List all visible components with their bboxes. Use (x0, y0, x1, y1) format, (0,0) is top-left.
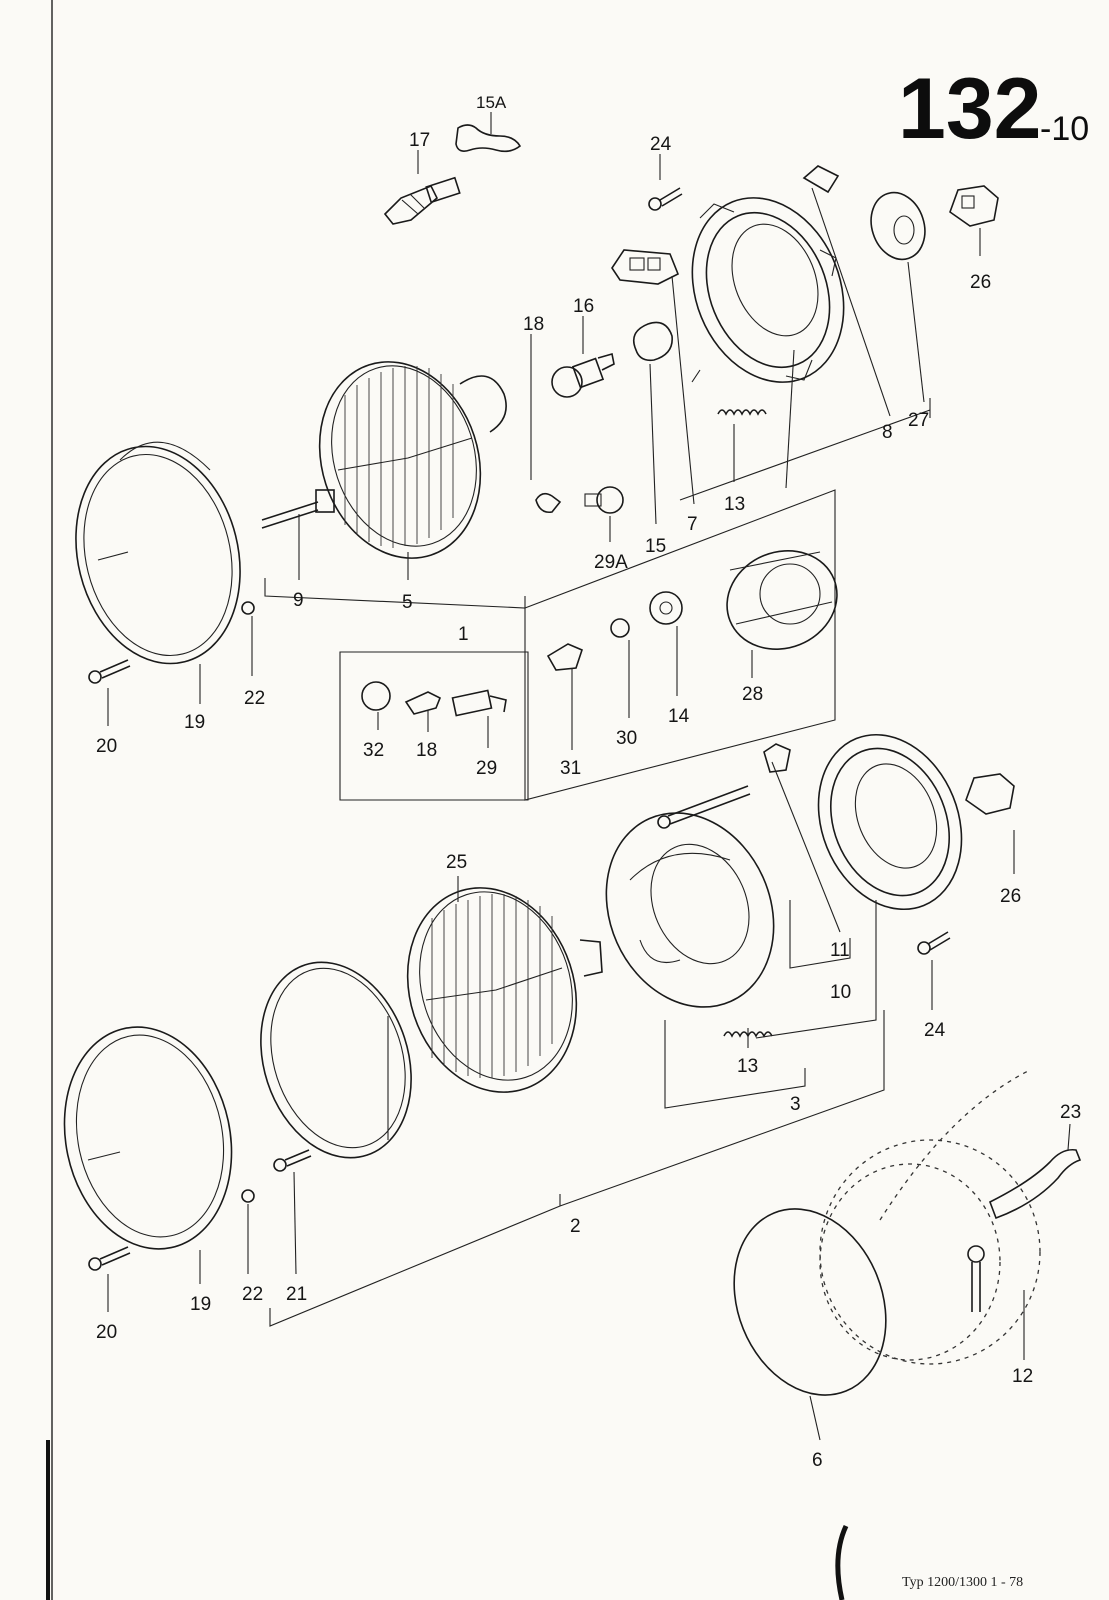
callout-32: 32 (363, 740, 384, 761)
lens-6 (733, 1139, 1041, 1396)
plug-26-lower (965, 773, 1015, 815)
callout-20-upper: 20 (96, 736, 117, 757)
mounting-ring-lower (817, 733, 963, 911)
callout-29: 29 (476, 758, 497, 779)
hose-23 (988, 1148, 1082, 1220)
footer-mark (835, 1524, 849, 1600)
grommet-32 (361, 681, 391, 711)
callout-15a: 15A (476, 93, 507, 112)
spring-clip-15a (455, 124, 522, 153)
spring-13-upper (717, 409, 767, 416)
bulb-17 (383, 176, 461, 225)
page-number-suffix: -10 (1040, 110, 1089, 148)
screw-20-lower (88, 1246, 131, 1271)
callout-6: 6 (812, 1450, 823, 1471)
callout-22-upper: 22 (244, 688, 265, 709)
callout-2: 2 (570, 1216, 581, 1237)
page-number: 132 (898, 61, 1042, 157)
bracket-10 (789, 900, 851, 969)
screw-24-lower (917, 931, 951, 955)
callout-9: 9 (293, 590, 304, 611)
callout-29a: 29A (594, 552, 628, 573)
callout-leaders (107, 112, 1071, 1441)
bracket-3 (664, 1020, 806, 1109)
adjusting-screw-11 (657, 743, 791, 829)
callout-21: 21 (286, 1284, 307, 1305)
bulb-31 (546, 643, 583, 671)
trim-ring-19-lower (63, 1026, 233, 1250)
trim-ring-19-upper (75, 441, 241, 665)
mounting-ring-upper (691, 197, 845, 383)
washer-22-lower (241, 1189, 255, 1203)
callout-28: 28 (742, 684, 763, 705)
adjuster-27 (870, 191, 926, 261)
callout-26-upper: 26 (970, 272, 991, 293)
callout-15: 15 (645, 536, 666, 557)
cap-28 (726, 549, 838, 651)
sub-kit-box-left (339, 651, 529, 801)
callout-1: 1 (458, 624, 469, 645)
bulb-18-lower (404, 691, 442, 715)
bracket-2 (269, 1010, 885, 1327)
grommet-30 (610, 618, 630, 638)
callout-10: 10 (830, 982, 851, 1003)
footer-type-label: Typ 1200/1300 1 - 78 (902, 1575, 1023, 1590)
callout-30: 30 (616, 728, 637, 749)
screw-12 (967, 1245, 985, 1312)
plug-26-upper (949, 185, 999, 227)
callout-14: 14 (668, 706, 690, 727)
callout-13-upper: 13 (724, 494, 745, 515)
callout-3: 3 (790, 1094, 801, 1115)
callout-19-lower: 19 (190, 1294, 211, 1315)
callout-27: 27 (908, 410, 929, 431)
callout-25: 25 (446, 852, 467, 873)
washer-22-upper (241, 601, 255, 615)
bulb-holder-29 (451, 689, 507, 717)
callout-18-lower: 18 (416, 740, 437, 761)
sub-kit-box-right (524, 489, 836, 801)
screw-21 (273, 1149, 312, 1172)
callout-5: 5 (402, 592, 413, 613)
clip-15 (632, 321, 673, 362)
callout-24-upper: 24 (650, 134, 672, 155)
retaining-ring-lower (260, 961, 412, 1159)
bulb-18-upper (535, 492, 562, 514)
bulb-16 (551, 352, 615, 398)
sealed-beam-unit-5 (318, 361, 507, 559)
callout-20-lower: 20 (96, 1322, 117, 1343)
adjusting-screw-9 (261, 489, 335, 529)
callout-22-lower: 22 (242, 1284, 263, 1305)
callout-16: 16 (573, 296, 594, 317)
callout-17: 17 (409, 130, 430, 151)
sealed-beam-unit-25 (406, 887, 603, 1093)
callout-11: 11 (830, 940, 850, 961)
connector-7 (611, 249, 680, 285)
callout-31: 31 (560, 758, 581, 779)
callout-23: 23 (1060, 1102, 1081, 1123)
plate-8 (802, 165, 840, 194)
callout-12: 12 (1012, 1366, 1033, 1387)
socket-14 (649, 591, 683, 625)
bracket-1-left (264, 578, 526, 609)
callout-13-lower: 13 (737, 1056, 758, 1077)
callout-26-lower: 26 (1000, 886, 1021, 907)
callout-18-upper: 18 (523, 314, 544, 335)
headlight-bowl-3 (605, 812, 775, 1008)
callout-19-upper: 19 (184, 712, 205, 733)
callout-7: 7 (687, 514, 698, 535)
bulb-holder-29a (584, 486, 624, 514)
screw-20-upper (88, 659, 131, 684)
callout-24-lower: 24 (924, 1020, 946, 1041)
screw-24-upper (648, 187, 683, 211)
callout-labels: 15A 17 24 16 18 26 8 27 13 7 15 29A 9 5 … (96, 93, 1081, 1471)
callout-8: 8 (882, 422, 893, 443)
